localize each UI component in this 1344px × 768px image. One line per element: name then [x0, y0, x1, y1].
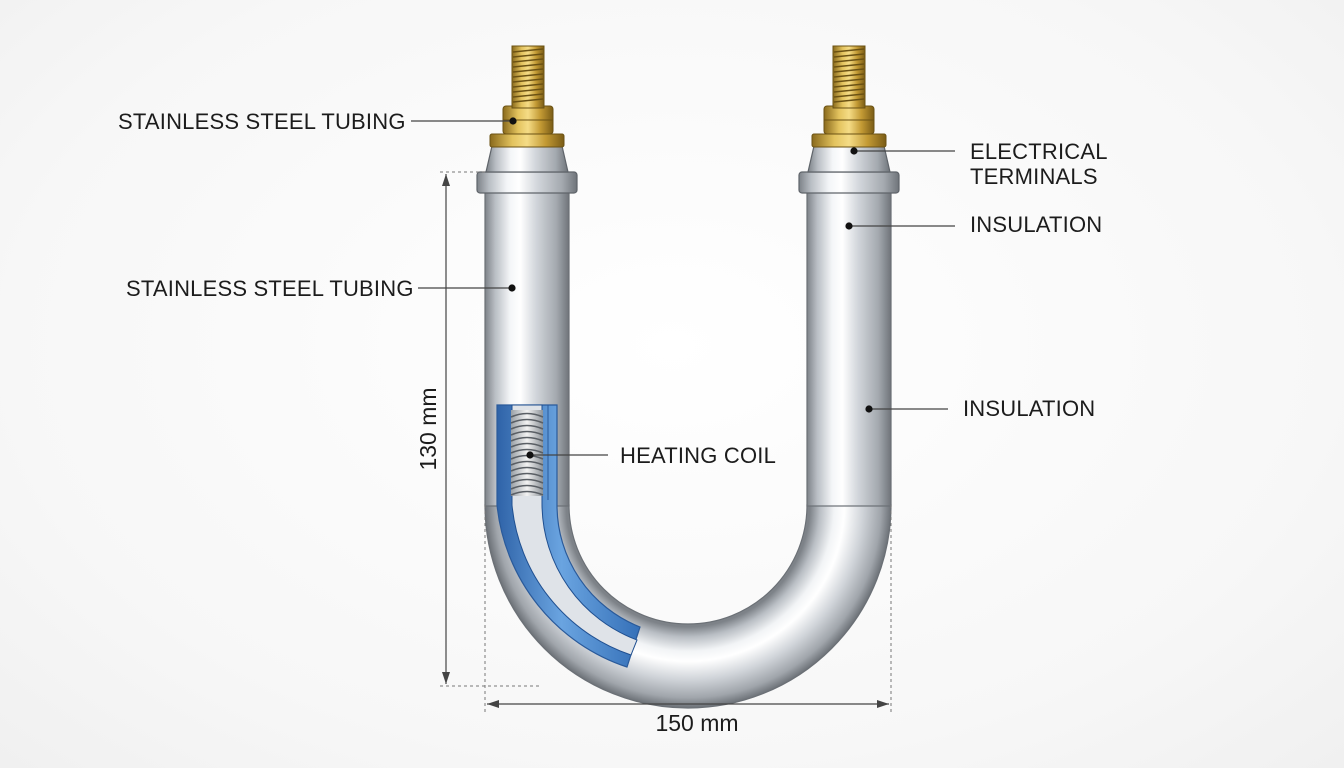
label-electrical-terminals-line2: TERMINALS [970, 164, 1098, 189]
thread-ridge [833, 68, 865, 73]
coil-turn [510, 478, 544, 484]
coil-turn [510, 460, 544, 466]
coil-turn [510, 412, 544, 418]
thread-ridge [833, 98, 865, 103]
coil-turn [510, 484, 544, 490]
thread-ridge [512, 78, 544, 83]
right-terminal-assembly [798, 45, 900, 194]
left-collar-taper [485, 145, 569, 173]
right-collar-base [798, 171, 900, 194]
left-terminal-assembly [476, 45, 578, 194]
tube-bend [484, 504, 892, 709]
cutaway-section [496, 404, 641, 668]
thread-ridge [512, 58, 544, 63]
coil-turn [510, 472, 544, 478]
thread-ridge [833, 88, 865, 93]
callout-top-left: STAINLESS STEEL TUBING [118, 109, 517, 134]
coil-turn [510, 418, 544, 424]
callout-heating-coil: HEATING COIL [526, 443, 776, 468]
thread-ridge [512, 63, 544, 68]
thread-ridge [512, 83, 544, 88]
width-dimension: 150 mm [484, 505, 892, 736]
width-dimension-label: 150 mm [655, 710, 738, 736]
label-heating-coil: HEATING COIL [620, 443, 776, 468]
thread-ridge [512, 93, 544, 98]
callout-electrical-terminals: ELECTRICAL TERMINALS [850, 139, 1108, 189]
coil-turn [510, 490, 544, 496]
thread-ridge [512, 53, 544, 58]
label-electrical-terminals-line1: ELECTRICAL [970, 139, 1108, 164]
coil-turn [510, 448, 544, 454]
callout-mid-left: STAINLESS STEEL TUBING [126, 276, 516, 301]
label-insulation-upper: INSULATION [970, 212, 1102, 237]
height-dimension: 130 mm [415, 171, 540, 687]
callout-insulation-lower: INSULATION [865, 396, 1095, 421]
thread-ridge [512, 68, 544, 73]
thread-ridge [512, 73, 544, 78]
label-stainless-steel-tubing-mid: STAINLESS STEEL TUBING [126, 276, 414, 301]
callout-insulation-upper: INSULATION [845, 212, 1102, 237]
right-collar-taper [807, 145, 891, 173]
thread-ridge [833, 83, 865, 88]
thread-ridge [833, 93, 865, 98]
thread-ridge [833, 78, 865, 83]
tube-right-leg [806, 189, 892, 507]
thread-ridge [833, 73, 865, 78]
left-collar-base [476, 171, 578, 194]
coil-turn [510, 466, 544, 472]
thread-ridge [833, 63, 865, 68]
coil-turn [510, 442, 544, 448]
thread-ridge [512, 98, 544, 103]
thread-ridge [512, 88, 544, 93]
thread-ridge [833, 48, 865, 53]
right-brass-washer [811, 133, 887, 148]
label-insulation-lower: INSULATION [963, 396, 1095, 421]
height-dimension-label: 130 mm [415, 387, 441, 470]
coil-turn [510, 436, 544, 442]
thread-ridge [833, 58, 865, 63]
label-stainless-steel-tubing-top: STAINLESS STEEL TUBING [118, 109, 406, 134]
thread-ridge [833, 53, 865, 58]
heating-coil [510, 410, 544, 496]
coil-turn [510, 430, 544, 436]
thread-ridge [512, 48, 544, 53]
left-brass-washer [489, 133, 565, 148]
coil-turn [510, 424, 544, 430]
